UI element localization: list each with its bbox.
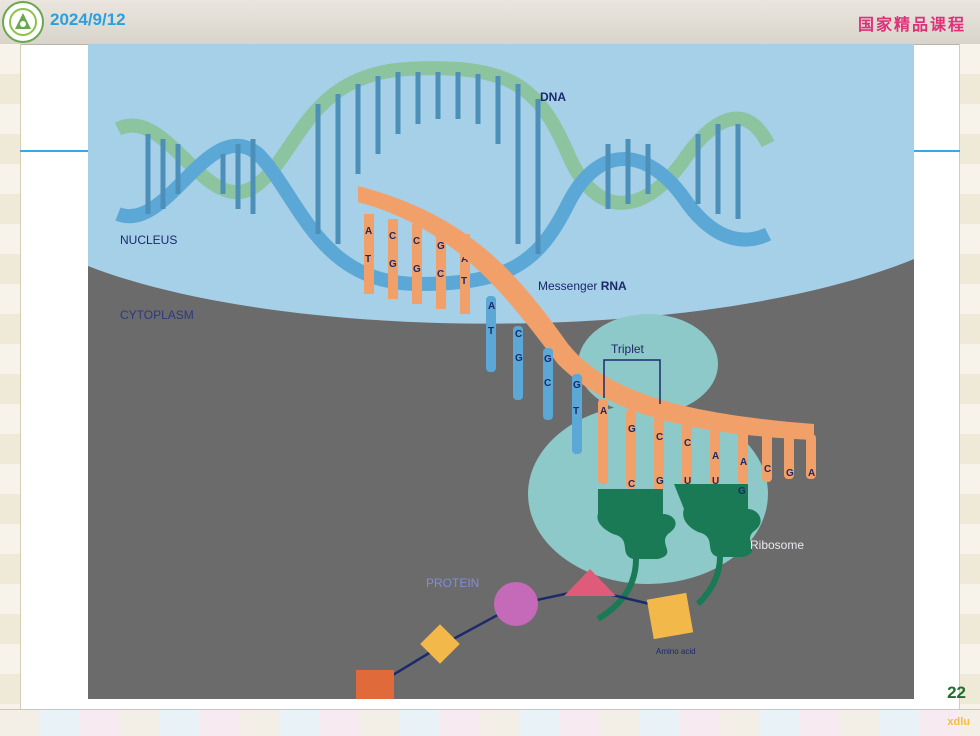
dna-bottom-base: T: [365, 254, 371, 265]
trna-base: C: [628, 479, 635, 490]
page-number: 22: [947, 683, 966, 702]
trna-base: U: [684, 476, 691, 487]
protein-label: PROTEIN: [426, 576, 479, 590]
right-accent-line: [914, 150, 960, 152]
logo-icon: [2, 1, 44, 43]
dna-strand-base: T: [488, 326, 494, 337]
dna-top-base: A: [365, 226, 372, 237]
amino-acid-triangle: [564, 569, 616, 596]
mrna-base: G: [544, 354, 552, 365]
mrna-base: A: [600, 406, 607, 417]
trna-base: U: [712, 476, 719, 487]
slide-header: 2024/9/12 国家精品课程: [0, 0, 980, 45]
triplet-bracket: [603, 359, 661, 404]
slide-date: 2024/9/12: [50, 10, 126, 29]
messenger-label-rna: RNA: [601, 279, 627, 293]
amino-acid-square: [646, 592, 694, 640]
dna-helix: [114, 61, 775, 292]
mrna-base: A: [808, 468, 815, 479]
mrna-base: C: [656, 432, 663, 443]
mrna-base: G: [786, 468, 794, 479]
right-border-decoration: [959, 44, 980, 709]
dna-strand-base: C: [544, 378, 551, 389]
mrna-base: A: [488, 301, 495, 312]
dna-bottom-base: G: [413, 264, 421, 275]
left-border-decoration: [0, 44, 21, 709]
dna-top-base: A: [461, 254, 468, 265]
dna-top-base: C: [413, 236, 420, 247]
dna-bottom-base: C: [437, 269, 444, 280]
mrna-base: C: [684, 438, 691, 449]
dna-top-base: C: [389, 231, 396, 242]
trna-molecules: C G U U G: [596, 476, 761, 622]
messenger-rna-label: Messenger RNA: [538, 279, 627, 293]
dna-bottom-base: T: [461, 276, 467, 287]
amino-acid-square-red: [356, 670, 394, 699]
nucleus-label: NUCLEUS: [120, 233, 177, 247]
ribosome-label: Ribosome: [750, 538, 804, 552]
left-accent-line: [20, 150, 88, 152]
dna-strand-base: T: [573, 406, 579, 417]
messenger-label-prefix: Messenger: [538, 279, 601, 293]
mrna-base: A: [712, 451, 719, 462]
mrna-base: C: [764, 464, 771, 475]
mrna-base: G: [628, 424, 636, 435]
cytoplasm-region: [88, 259, 914, 699]
dna-label: DNA: [540, 90, 566, 104]
mrna-base: A: [740, 457, 747, 468]
footer-decoration: [0, 709, 980, 736]
mrna-base: C: [515, 329, 522, 340]
footer-tag: xdlu: [947, 716, 970, 728]
trna-base: G: [738, 486, 746, 497]
amino-acid-diamond: [420, 624, 460, 664]
transcription-translation-figure: A C C G A T G G C T: [88, 44, 914, 699]
protein-chain: [356, 569, 694, 699]
dna-top-base: G: [437, 241, 445, 252]
triplet-label: Triplet: [611, 342, 645, 356]
mrna-strand: A C G G A G C C A A C G A T G C T: [358, 186, 816, 492]
mrna-base: G: [573, 380, 581, 391]
amino-acid-label: Amino acid: [656, 647, 696, 656]
amino-acid-circle: [494, 582, 538, 626]
dna-bottom-base: G: [389, 259, 397, 270]
course-title: 国家精品课程: [857, 15, 966, 34]
dna-template-bases: A C C G A T G G C T: [364, 214, 470, 314]
trna-base: G: [656, 476, 664, 487]
cytoplasm-label: CYTOPLASM: [120, 308, 194, 322]
dna-strand-base: G: [515, 353, 523, 364]
